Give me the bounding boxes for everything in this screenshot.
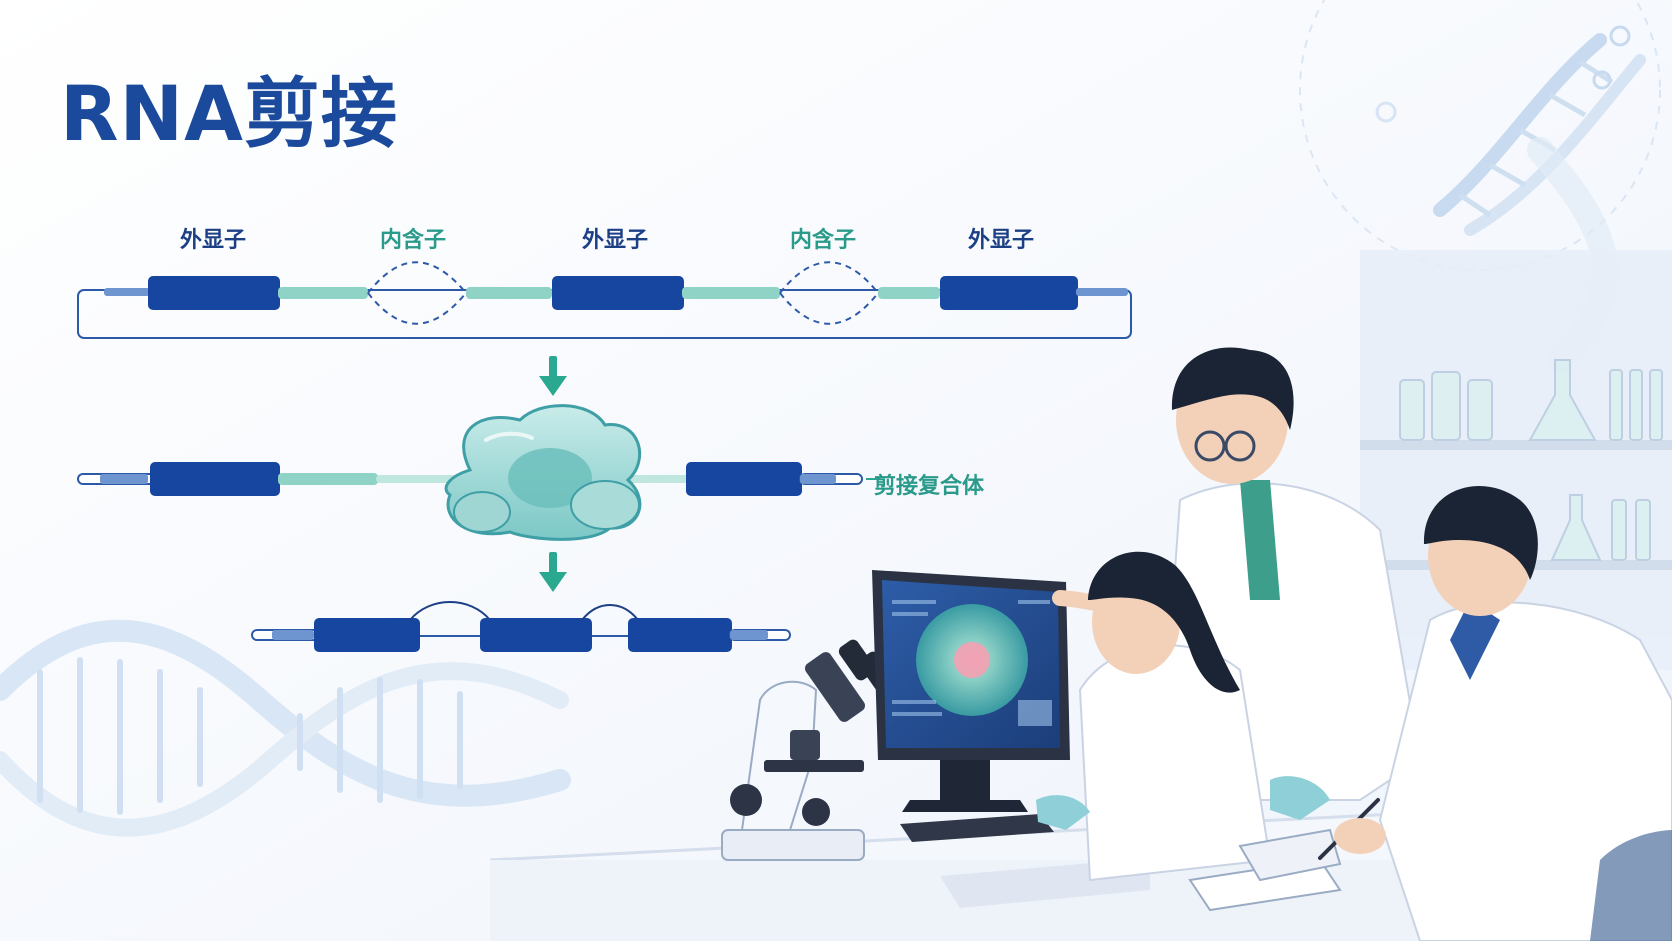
intron-segment bbox=[466, 287, 552, 299]
intron-segment bbox=[878, 287, 940, 299]
monitor-icon bbox=[872, 570, 1070, 842]
label-exon-1: 外显子 bbox=[180, 228, 247, 253]
intron-segment bbox=[682, 287, 780, 299]
spliceosome-icon bbox=[444, 404, 642, 541]
microscope-icon bbox=[721, 639, 896, 861]
label-intron-2: 内含子 bbox=[790, 228, 857, 253]
exon-block bbox=[940, 276, 1078, 310]
intron-segment bbox=[278, 473, 378, 485]
mature-mrna-diagram bbox=[251, 601, 791, 652]
exon-block bbox=[552, 276, 684, 310]
pre-mrna-diagram bbox=[77, 261, 1132, 339]
scientist-writing bbox=[1188, 486, 1672, 941]
lab-shelves bbox=[1360, 250, 1672, 670]
lab-scene bbox=[489, 347, 1672, 941]
exon-block bbox=[480, 618, 592, 652]
exon-block bbox=[314, 618, 420, 652]
page-title: RNA剪接 bbox=[60, 69, 398, 158]
label-exon-2: 外显子 bbox=[582, 228, 649, 253]
scientist-seated bbox=[1036, 551, 1272, 882]
label-exon-3: 外显子 bbox=[968, 228, 1035, 253]
spliceosome-diagram bbox=[77, 404, 880, 541]
label-intron-1: 内含子 bbox=[380, 228, 447, 253]
down-arrow-icon bbox=[539, 356, 567, 396]
exon-block bbox=[148, 276, 280, 310]
exon-block bbox=[150, 462, 280, 496]
exon-block bbox=[628, 618, 732, 652]
label-spliceosome: 剪接复合体 bbox=[874, 474, 985, 499]
exon-block bbox=[686, 462, 802, 496]
intron-segment bbox=[278, 287, 368, 299]
down-arrow-icon bbox=[539, 552, 567, 592]
dna-helix-icon bbox=[0, 619, 571, 837]
